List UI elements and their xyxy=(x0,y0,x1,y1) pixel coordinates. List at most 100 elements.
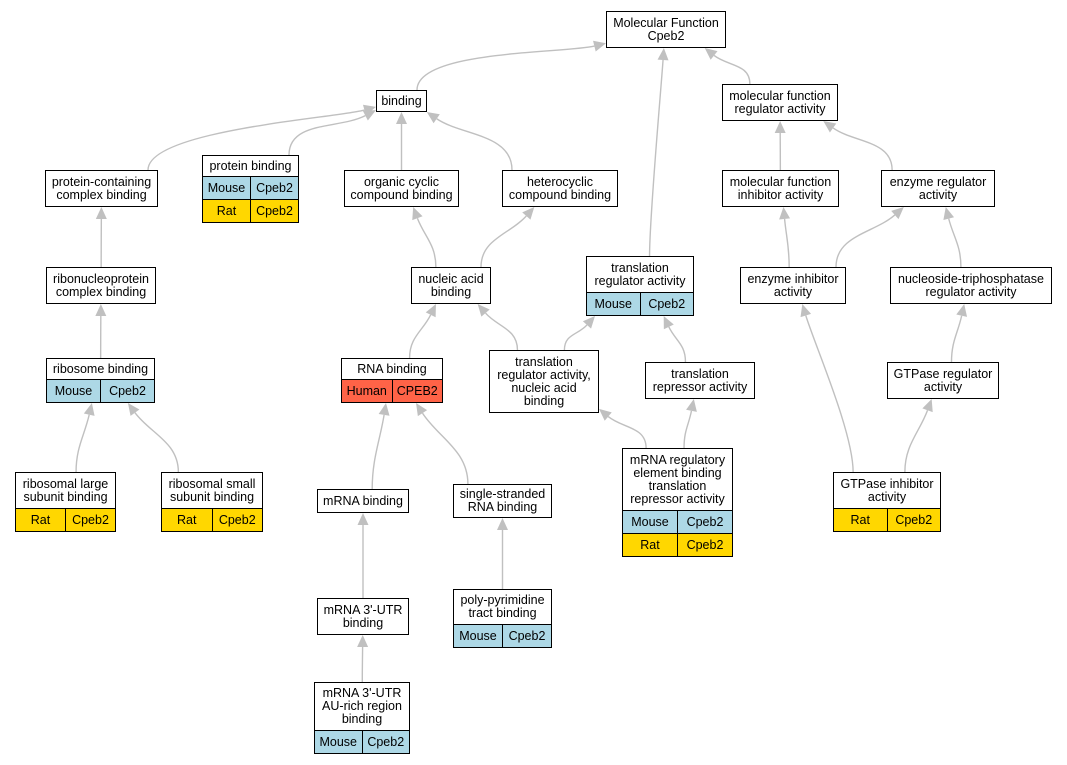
species-cell: Rat xyxy=(216,203,237,218)
go-term-label: binding xyxy=(381,93,422,108)
edge-line xyxy=(484,312,519,351)
go-term-node: mRNA 3'-UTR binding xyxy=(317,598,409,635)
gene-cell: Cpeb2 xyxy=(100,380,154,402)
go-term-label: molecular function regulator activity xyxy=(729,88,831,116)
go-term-node: translation repressor activity xyxy=(645,362,755,399)
edge-line xyxy=(75,414,90,473)
go-term-label: organic cyclic compound binding xyxy=(350,174,453,202)
edge-arrowhead xyxy=(497,518,508,530)
annotation-row: Rat Cpeb2 xyxy=(834,508,940,531)
gene-cell: Cpeb2 xyxy=(677,511,732,533)
edge-arrowhead xyxy=(593,40,606,52)
go-term-node: Molecular Function Cpeb2 xyxy=(606,11,726,48)
edge-arrowhead xyxy=(477,304,490,317)
edge-arrowhead xyxy=(582,316,595,329)
edge-arrowhead xyxy=(800,304,812,318)
go-term-label: ribosomal large subunit binding xyxy=(22,476,109,504)
annotation-row: Mouse Cpeb2 xyxy=(454,624,551,647)
gene-cell: Cpeb2 xyxy=(211,509,263,531)
go-term-label: ribonucleoprotein complex binding xyxy=(53,271,149,299)
go-term-node: ribonucleoprotein complex binding xyxy=(46,267,156,304)
gene-cell: Cpeb2 xyxy=(361,731,410,753)
gene-cell: CPEB2 xyxy=(391,380,443,402)
edge-arrowhead xyxy=(357,513,369,525)
go-term-node: GTPase regulator activity xyxy=(887,362,999,399)
edge-arrowhead xyxy=(95,304,107,317)
go-term-label: mRNA 3'-UTR binding xyxy=(323,602,403,630)
edge-arrowhead xyxy=(891,207,904,220)
edge-arrowhead xyxy=(426,112,440,124)
edge-line xyxy=(683,410,693,449)
go-term-label: single-stranded RNA binding xyxy=(459,487,546,514)
edge-line xyxy=(371,414,385,490)
species-cell: Rat xyxy=(30,512,51,527)
go-term-label: translation regulator activity xyxy=(594,260,686,288)
go-term-node: protein-containing complex binding xyxy=(45,170,158,207)
gene-cell: Cpeb2 xyxy=(677,534,732,556)
go-term-label: GTPase regulator activity xyxy=(893,366,993,394)
species-cell: Mouse xyxy=(54,383,93,398)
edge-arrowhead xyxy=(425,304,436,318)
edge-line xyxy=(607,416,647,449)
species-cell: Mouse xyxy=(319,734,358,749)
edge-line xyxy=(832,127,893,171)
species-cell: Mouse xyxy=(594,296,633,311)
gene-cell: Cpeb2 xyxy=(886,509,941,531)
edge-arrowhead xyxy=(95,207,107,220)
edge-line xyxy=(835,214,896,268)
edge-line xyxy=(408,314,432,359)
go-term-label: enzyme inhibitor activity xyxy=(747,271,839,299)
edge-line xyxy=(648,59,664,257)
gene-cell: Cpeb2 xyxy=(250,200,298,222)
edge-arrowhead xyxy=(657,48,669,61)
edge-line xyxy=(288,114,366,156)
edge-line xyxy=(147,109,365,171)
go-term-label: enzyme regulator activity xyxy=(889,174,987,202)
edge-arrowhead xyxy=(823,121,837,133)
go-term-node: translation regulator activity, nucleic … xyxy=(489,350,599,413)
species-cell: Mouse xyxy=(459,628,497,643)
go-term-label: GTPase inhibitor activity xyxy=(840,476,934,504)
edge-arrowhead xyxy=(362,110,376,121)
annotation-row: Mouse Cpeb2 xyxy=(47,379,154,402)
go-term-label: molecular function inhibitor activity xyxy=(729,174,832,202)
go-term-label: heterocyclic compound binding xyxy=(508,174,612,202)
edge-arrowhead xyxy=(378,403,390,416)
go-term-label: nucleic acid binding xyxy=(418,271,484,299)
go-term-node: nucleic acid binding xyxy=(411,267,491,304)
edge-arrowhead xyxy=(922,399,933,413)
edge-line xyxy=(713,54,751,85)
species-cell: Rat xyxy=(850,512,870,527)
gene-cell: Cpeb2 xyxy=(250,177,298,199)
edge-line xyxy=(134,412,180,473)
edge-arrowhead xyxy=(599,408,612,421)
go-term-node: single-stranded RNA binding xyxy=(453,484,552,518)
edge-line xyxy=(480,215,527,268)
species-cell: Rat xyxy=(640,537,660,552)
edge-line xyxy=(416,217,437,268)
edge-arrowhead xyxy=(522,207,535,220)
edge-line xyxy=(950,315,963,363)
edge-arrowhead xyxy=(396,112,407,124)
edge-line xyxy=(948,218,962,268)
go-term-node: mRNA regulatory element binding translat… xyxy=(622,448,733,557)
go-term-node: molecular function regulator activity xyxy=(722,84,838,121)
go-term-node: nucleoside-triphosphatase regulator acti… xyxy=(890,267,1052,304)
go-term-node: heterocyclic compound binding xyxy=(502,170,618,207)
go-term-node: organic cyclic compound binding xyxy=(344,170,459,207)
edge-line xyxy=(416,45,595,91)
edge-arrowhead xyxy=(956,304,968,317)
gene-cell: Cpeb2 xyxy=(502,625,551,647)
go-term-label: translation repressor activity xyxy=(652,366,748,394)
go-term-label: translation regulator activity, nucleic … xyxy=(497,354,591,408)
